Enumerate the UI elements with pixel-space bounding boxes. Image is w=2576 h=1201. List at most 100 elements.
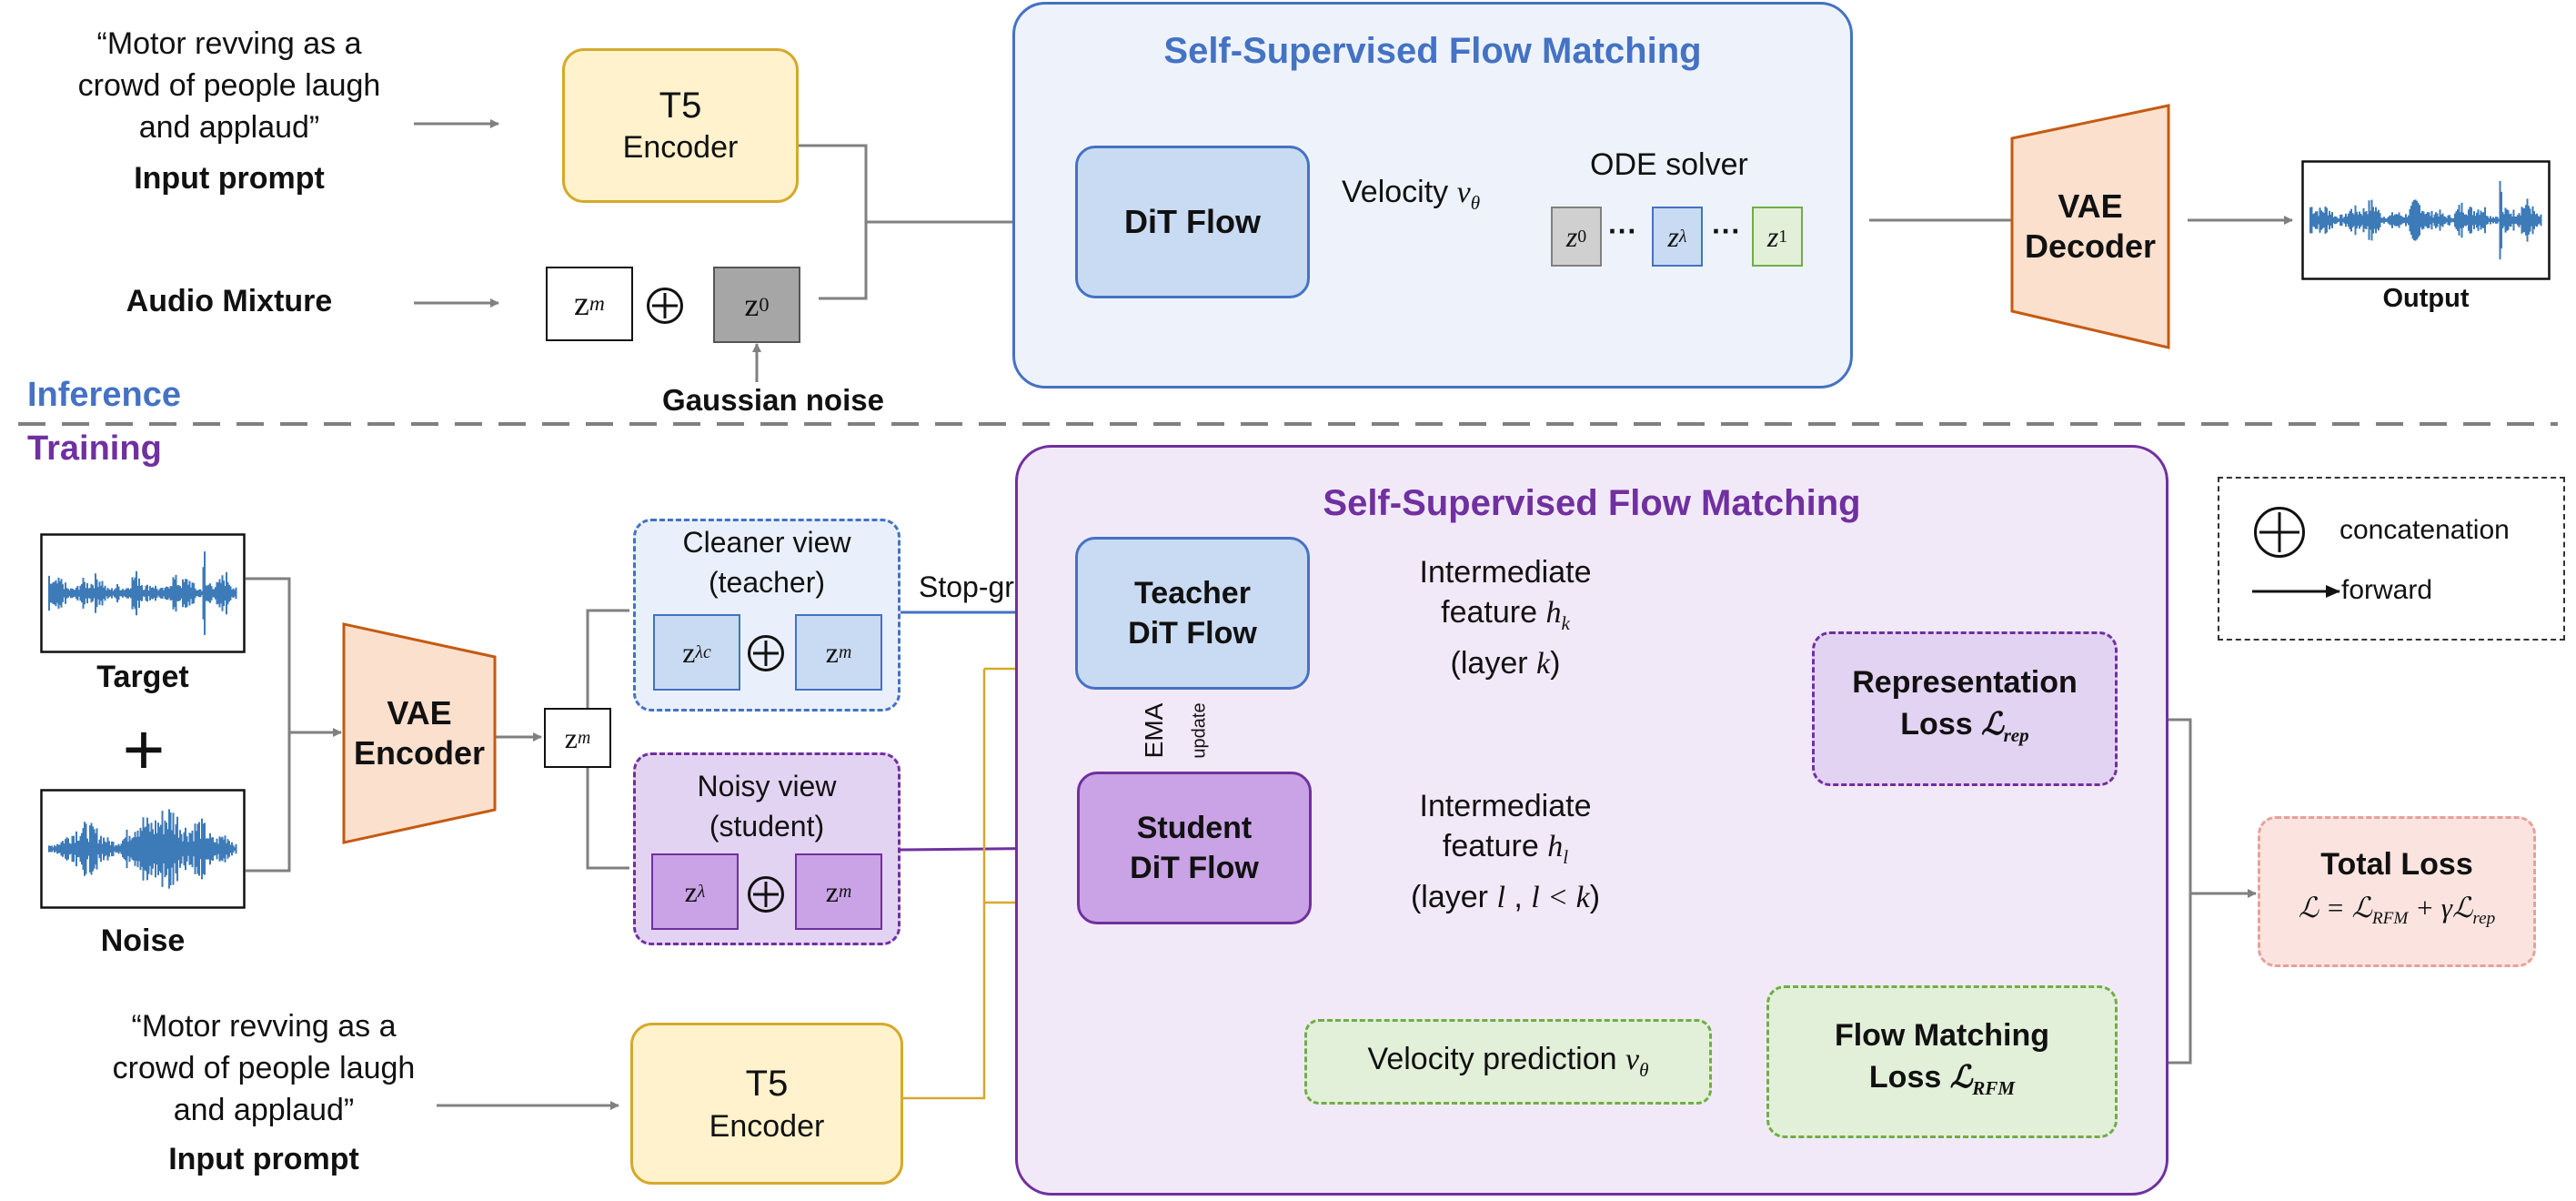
flow-matching-loss-box: Flow Matching Loss ℒRFM (1766, 985, 2118, 1138)
feature-l-close: ) (1589, 879, 1601, 914)
velocity-symbol: v (1456, 176, 1471, 209)
student-line1: Student (1136, 811, 1253, 845)
vae-encoder-line1: VAE (387, 694, 452, 732)
update-label: update (1189, 702, 1210, 759)
feature-k-word: feature (1441, 595, 1538, 630)
fm-loss-word: Loss (1868, 1060, 1942, 1095)
zl-symbol: z (684, 874, 698, 908)
noise-label: Noise (100, 923, 186, 958)
line-target-to-vae (246, 577, 291, 732)
concat-icon (647, 288, 683, 324)
legend-forward-arrow (2252, 585, 2340, 598)
teacher-dit-flow: Teacher DiT Flow (1075, 537, 1310, 690)
fm-loss-symbol: ℒ (1949, 1061, 1973, 1095)
noisy-zm-superscript: m (838, 881, 852, 902)
line-t5-merge (799, 144, 868, 300)
feature-l-word: feature (1442, 829, 1539, 863)
cleaner-view-title: Cleaner view (682, 525, 851, 559)
feature-k-layer: (layer (1450, 645, 1528, 681)
inference-t5-encoder: T5 Encoder (562, 48, 799, 203)
inference-section-label: Inference (27, 376, 181, 414)
velocity-pred-label: Velocity prediction (1367, 1042, 1617, 1077)
feature-l-subscript: l (1563, 845, 1569, 868)
ode-zl-subscript: λ (1678, 226, 1687, 247)
feature-k-text: Intermediate feature hk (layer k) (1378, 552, 1633, 684)
ode-z1-subscript: 1 (1778, 226, 1788, 247)
feature-l-cond: l < k (1531, 880, 1590, 914)
ode-dots-2: ··· (1712, 215, 1741, 247)
feature-k-line1: Intermediate (1419, 555, 1592, 590)
feature-l-text: Intermediate feature hl (layer l , l < k… (1360, 786, 1651, 918)
feature-k-var: k (1536, 646, 1551, 681)
noisy-view-title: Noisy view (697, 769, 837, 802)
dit-flow-label: DiT Flow (1124, 203, 1261, 240)
legend-concat-icon (2254, 507, 2305, 558)
t5-subtitle: Encoder (622, 130, 739, 165)
ema-label: EMA (1140, 702, 1168, 759)
zm-symbol: z (574, 285, 589, 323)
vae-decoder-line1: VAE (2058, 187, 2123, 225)
training-ssfm-title: Self-Supervised Flow Matching (1323, 482, 1861, 523)
vae-decoder-shape (2010, 104, 2170, 349)
ode-z0-subscript: 0 (1577, 226, 1587, 247)
feature-l-symbol: h (1547, 830, 1564, 863)
feature-k-line2: feature hk (1378, 592, 1633, 643)
feature-k-symbol: h (1545, 596, 1562, 630)
line-t5-condition (903, 669, 986, 1100)
velocity-subscript: θ (1470, 191, 1481, 214)
t5-title: T5 (659, 86, 702, 126)
line-zm-to-noisy (586, 737, 629, 870)
velocity-pred-symbol: v (1625, 1043, 1640, 1077)
feature-l-mid: , (1504, 879, 1532, 914)
velocity-pred-subscript: θ (1639, 1058, 1649, 1081)
velocity-prediction-box: Velocity prediction vθ (1304, 1019, 1712, 1105)
rep-loss-line2: Loss ℒrep (1900, 703, 2028, 756)
feature-l-line2: feature hl (1360, 826, 1651, 877)
fm-loss-subscript: RFM (1972, 1076, 2016, 1099)
inference-prompt-label: Input prompt (134, 160, 325, 196)
rep-loss-word: Loss (1900, 707, 1973, 742)
total-formula-plus: + γℒ (2408, 891, 2473, 923)
gold-conditioning-lines (903, 669, 986, 1100)
feature-l-layer: (layer (1410, 879, 1488, 914)
feature-k-line3: (layer k) (1378, 643, 1633, 684)
ode-z1-symbol: z (1766, 219, 1779, 253)
ode-solver-label: ODE solver (1590, 147, 1748, 182)
cleaner-zm-superscript: m (838, 641, 852, 662)
total-loss-title: Total Loss (2320, 846, 2473, 882)
zlc-subscript: λc (695, 641, 711, 662)
inference-ssfm-title: Self-Supervised Flow Matching (1163, 30, 1702, 71)
student-line2: DiT Flow (1130, 851, 1259, 885)
noise-waveform (40, 789, 246, 909)
ode-z0-symbol: z (1565, 219, 1578, 253)
vae-decoder-label: VAE Decoder (2010, 104, 2170, 349)
ode-zl-symbol: z (1667, 219, 1679, 253)
legend-box (2218, 477, 2565, 641)
zl-subscript: λ (697, 881, 706, 902)
representation-loss-box: Representation Loss ℒrep (1812, 631, 2118, 786)
inference-dit-flow: DiT Flow (1075, 146, 1310, 298)
inference-merge-lines (799, 144, 868, 300)
concat-icon (748, 635, 784, 671)
line-zm-to-views (586, 609, 629, 737)
vae-encoder-label: VAE Encoder (342, 622, 497, 844)
velocity-pred-text: Velocity prediction vθ (1368, 1042, 1649, 1082)
fm-loss-line1: Flow Matching (1834, 1018, 2050, 1054)
plus-sign: + (122, 709, 166, 790)
ode-dots-1: ··· (1608, 215, 1637, 247)
zlc-symbol: z (682, 635, 696, 669)
training-zm-superscript: m (577, 727, 591, 748)
legend-concat-label: concatenation (2340, 515, 2510, 545)
teacher-line2: DiT Flow (1128, 616, 1257, 651)
noisy-view-subtitle: (student) (709, 809, 825, 843)
